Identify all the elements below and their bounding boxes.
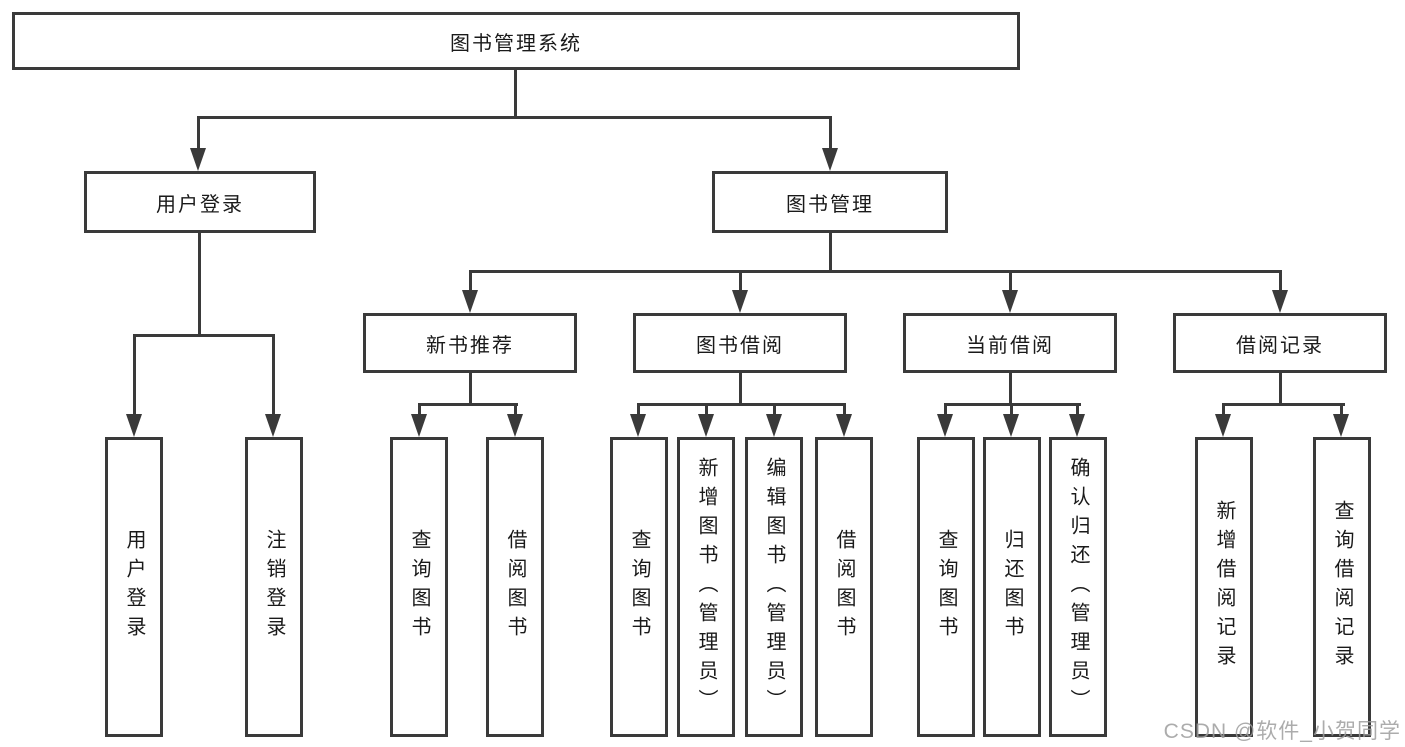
connector-line	[637, 403, 846, 406]
arrow-down-icon	[1215, 414, 1231, 437]
connector-line	[843, 403, 846, 417]
arrow-down-icon	[1069, 414, 1085, 437]
leaf-query-books-recommend: 查询图书	[390, 437, 448, 737]
leaf-add-books-admin: 新增图书（管理员）	[677, 437, 735, 737]
leaf-query-books-borrow: 查询图书	[610, 437, 668, 737]
connector-line	[739, 270, 742, 294]
connector-line	[1009, 270, 1012, 294]
connector-line	[1222, 403, 1225, 417]
connector-line	[197, 116, 831, 119]
arrow-down-icon	[190, 148, 206, 171]
connector-line	[637, 403, 640, 417]
arrow-down-icon	[766, 414, 782, 437]
node-root: 图书管理系统	[12, 12, 1020, 70]
leaf-label: 用户登录	[123, 529, 145, 645]
leaf-user-login: 用户登录	[105, 437, 163, 737]
arrow-down-icon	[630, 414, 646, 437]
node-current-borrow: 当前借阅	[903, 313, 1117, 373]
connector-line	[418, 403, 421, 417]
connector-line	[1340, 403, 1343, 417]
leaf-label: 查询图书	[935, 529, 957, 645]
connector-line	[197, 116, 200, 152]
leaf-label: 编辑图书（管理员）	[763, 456, 785, 718]
arrow-down-icon	[1272, 290, 1288, 313]
connector-line	[944, 403, 947, 417]
connector-line	[1076, 403, 1079, 417]
leaf-label: 新增借阅记录	[1213, 500, 1235, 674]
leaf-return-books: 归还图书	[983, 437, 1041, 737]
leaf-label: 新增图书（管理员）	[695, 456, 717, 718]
leaf-label: 归还图书	[1001, 529, 1023, 645]
node-borrow-records: 借阅记录	[1173, 313, 1387, 373]
connector-line	[469, 373, 472, 406]
arrow-down-icon	[822, 148, 838, 171]
leaf-logout: 注销登录	[245, 437, 303, 737]
connector-line	[514, 403, 517, 417]
connector-line	[1010, 403, 1013, 417]
connector-line	[198, 233, 201, 337]
arrow-down-icon	[836, 414, 852, 437]
leaf-edit-books-admin: 编辑图书（管理员）	[745, 437, 803, 737]
arrow-down-icon	[937, 414, 953, 437]
leaf-add-borrow-record: 新增借阅记录	[1195, 437, 1253, 737]
arrow-down-icon	[1333, 414, 1349, 437]
node-book-management: 图书管理	[712, 171, 948, 233]
connector-line	[829, 233, 832, 273]
leaf-label: 查询借阅记录	[1331, 500, 1353, 674]
arrow-down-icon	[462, 290, 478, 313]
connector-line	[773, 403, 776, 417]
node-book-borrow: 图书借阅	[633, 313, 847, 373]
connector-line	[133, 334, 275, 337]
connector-line	[418, 403, 518, 406]
leaf-borrow-books: 借阅图书	[815, 437, 873, 737]
arrow-down-icon	[126, 414, 142, 437]
leaf-label: 借阅图书	[504, 529, 526, 645]
leaf-label: 查询图书	[628, 529, 650, 645]
connector-line	[133, 334, 136, 418]
leaf-label: 注销登录	[263, 529, 285, 645]
arrow-down-icon	[1003, 414, 1019, 437]
arrow-down-icon	[265, 414, 281, 437]
leaf-confirm-return-admin: 确认归还（管理员）	[1049, 437, 1107, 737]
connector-line	[469, 270, 1282, 273]
connector-line	[514, 69, 517, 118]
arrow-down-icon	[732, 290, 748, 313]
leaf-label: 借阅图书	[833, 529, 855, 645]
csdn-watermark: CSDN @软件_小贺同学	[1163, 720, 1401, 743]
node-new-book-recommend: 新书推荐	[363, 313, 577, 373]
arrow-down-icon	[698, 414, 714, 437]
connector-line	[1279, 270, 1282, 294]
connector-line	[739, 373, 742, 406]
arrow-down-icon	[1002, 290, 1018, 313]
connector-line	[469, 270, 472, 294]
arrow-down-icon	[507, 414, 523, 437]
leaf-query-borrow-record: 查询借阅记录	[1313, 437, 1371, 737]
node-user-login: 用户登录	[84, 171, 316, 233]
connector-line	[1279, 373, 1282, 406]
connector-line	[1222, 403, 1345, 406]
arrow-down-icon	[411, 414, 427, 437]
connector-line	[705, 403, 708, 417]
leaf-label: 确认归还（管理员）	[1067, 456, 1089, 718]
connector-line	[1009, 373, 1012, 406]
connector-line	[829, 116, 832, 152]
leaf-query-books-current: 查询图书	[917, 437, 975, 737]
leaf-borrow-books-recommend: 借阅图书	[486, 437, 544, 737]
connector-line	[272, 334, 275, 418]
leaf-label: 查询图书	[408, 529, 430, 645]
